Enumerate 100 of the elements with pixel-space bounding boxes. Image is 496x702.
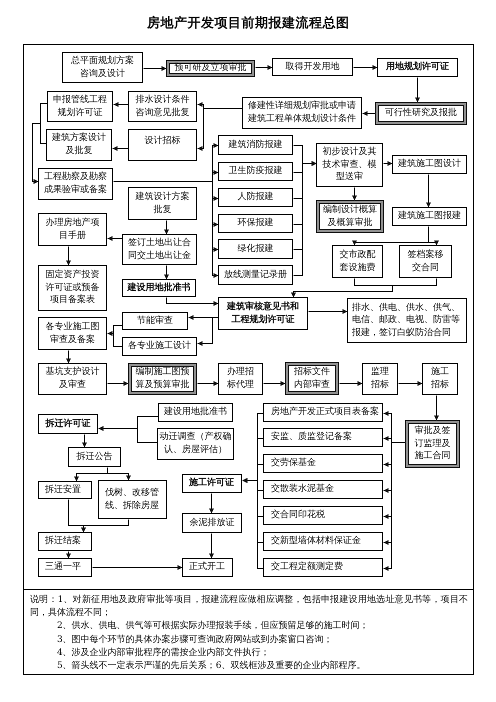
process-box: 拆迁安置	[38, 481, 92, 499]
arrow	[143, 66, 167, 71]
process-box: 固定资产投资许可证或预备项目备案表	[38, 265, 107, 311]
arrow	[426, 174, 431, 208]
arrow	[112, 146, 129, 151]
process-box: 绿化报建	[218, 239, 293, 259]
arrow	[107, 236, 123, 241]
process-box: 排水、供电、供水、供气、电信、邮政、电视、防雷等报建，签订白蚁防治合同	[347, 298, 467, 343]
process-box: 放线测量记录册	[218, 265, 293, 285]
arrow	[415, 77, 420, 103]
arrow	[113, 102, 129, 107]
arrow	[197, 317, 219, 346]
double-border-box: 预可研及立项审批	[166, 60, 255, 77]
double-border-box: 可行性研究及报批	[375, 102, 467, 125]
process-box: 工程勘察及勘察成果验审或备案	[38, 168, 113, 200]
process-box: 用地规划许可证	[377, 58, 458, 77]
arrow	[164, 265, 169, 280]
arrow	[197, 381, 219, 386]
double-border-box: 编制施工图预算及预算审批	[128, 363, 197, 395]
process-box: 交市政配套设施费	[332, 245, 383, 278]
process-box: 节能审查	[122, 312, 188, 330]
arrow	[308, 309, 348, 314]
arrow	[32, 123, 47, 184]
process-box: 交新型墙体材料保证金	[263, 532, 383, 551]
process-box: 拆迁许可证	[38, 414, 98, 434]
process-box: 各专业施工图审查及备案	[38, 317, 107, 350]
process-box: 建筑审核意见书和工程规划许可证	[218, 297, 308, 330]
process-box: 拆迁结案	[38, 532, 92, 551]
process-box: 施工许可证	[182, 474, 242, 493]
process-box: 建筑设计方案批复	[128, 187, 197, 220]
process-box: 监理招标	[362, 363, 398, 395]
process-box: 建设用地批准书	[158, 403, 233, 422]
arrow	[81, 519, 129, 533]
arrow	[362, 111, 376, 116]
arrow	[242, 478, 264, 569]
arrow	[82, 434, 87, 448]
arrow	[428, 226, 439, 246]
process-box: 设计招标	[128, 129, 197, 161]
arrow	[197, 108, 243, 151]
title: 房地产开发项目前期报建流程总图	[146, 16, 350, 32]
note-text: 2、供水、供电、供气等可根据实际办理报装手续，但应预留足够的施工时间；	[57, 620, 369, 634]
note-text: 4、涉及企业内部审批程序的需按企业内部文件执行；	[57, 646, 270, 660]
arrow	[164, 220, 169, 235]
process-box: 三通一平	[38, 558, 92, 577]
arrow	[107, 381, 129, 386]
process-box: 修建性详细规划审批或申请建筑工程单体规划设计条件	[242, 97, 362, 129]
process-box: 建筑施工图报建	[392, 207, 467, 226]
process-box: 拆迁公告	[68, 447, 121, 467]
process-box: 总平面规划方案咨询及设计	[62, 52, 143, 83]
process-box: 初步设计及其技术审查、模型送审	[316, 143, 383, 187]
process-box: 各专业施工设计	[122, 337, 197, 356]
process-box: 排水设计条件咨询意见批复	[128, 91, 197, 122]
arrow	[92, 565, 183, 570]
process-box: 动迁调查（产权确认、房屋评估）	[157, 428, 234, 460]
arrow	[353, 65, 378, 70]
note-text: 5、箭头线不一定表示严谨的先后关系；6、双线框涉及重要的企业内部程序。	[57, 660, 366, 674]
arrow	[209, 533, 214, 559]
double-border-box: 招标文件内部审查	[285, 362, 339, 395]
arrow	[383, 442, 406, 571]
double-border-box: 审批及签订监理及施工合同	[405, 420, 460, 468]
process-box: 交劳保基金	[263, 454, 383, 473]
arrow	[291, 278, 437, 298]
arrow	[98, 426, 158, 443]
arrow	[66, 350, 71, 364]
process-box: 施工招标	[422, 363, 458, 395]
arrow	[66, 246, 71, 266]
process-box: 人防报建	[218, 188, 293, 207]
process-box: 签档案移交合同	[399, 245, 452, 278]
process-box: 环保报建	[218, 214, 293, 233]
note-text: 3、图中每个环节的具体办案步骤可查询政府网站或到办案窗口咨询；	[57, 634, 333, 647]
arrow	[209, 493, 214, 514]
arrow	[255, 65, 273, 70]
process-box: 建筑方案设计及批复	[46, 129, 112, 161]
arrow	[263, 381, 286, 386]
arrow	[339, 381, 363, 386]
arrow	[398, 381, 423, 386]
process-box: 余泥排放证	[182, 513, 242, 533]
arrow	[352, 187, 357, 201]
process-box: 安监、质监登记备案	[263, 428, 383, 447]
process-box: 卫生防疫报建	[218, 162, 293, 181]
process-box: 取得开发用地	[272, 58, 353, 76]
process-box: 正式开工	[182, 558, 233, 577]
note-text: 说明：1、对新征用地及政府审批等项目，报建流程应做相应调整，包括申报建设用地选址意见书等，项目不同，具体流程不同；	[30, 594, 468, 620]
arrow	[166, 297, 219, 306]
arrow	[107, 467, 131, 481]
arrow	[107, 331, 123, 347]
process-box: 办理招标代理	[218, 363, 263, 395]
process-box: 签订土地出让合同交土地出让金	[122, 234, 197, 265]
process-box: 伐树、改移管线、拆除房屋	[98, 480, 167, 519]
process-box: 交工程定额测定费	[263, 558, 383, 577]
arrow	[383, 161, 393, 166]
arrow	[293, 161, 317, 276]
process-box: 房地产开发正式项目表备案	[263, 403, 383, 422]
process-box: 申报管线工程规划许可证	[47, 91, 113, 122]
arrow	[434, 395, 439, 421]
process-box: 交合同印花税	[263, 506, 383, 525]
process-box: 建设用地批准书	[122, 279, 196, 297]
process-box: 办理房地产项目手册	[38, 213, 107, 246]
arrow	[66, 551, 71, 559]
process-box: 基坑支护设计及审查	[38, 363, 107, 395]
